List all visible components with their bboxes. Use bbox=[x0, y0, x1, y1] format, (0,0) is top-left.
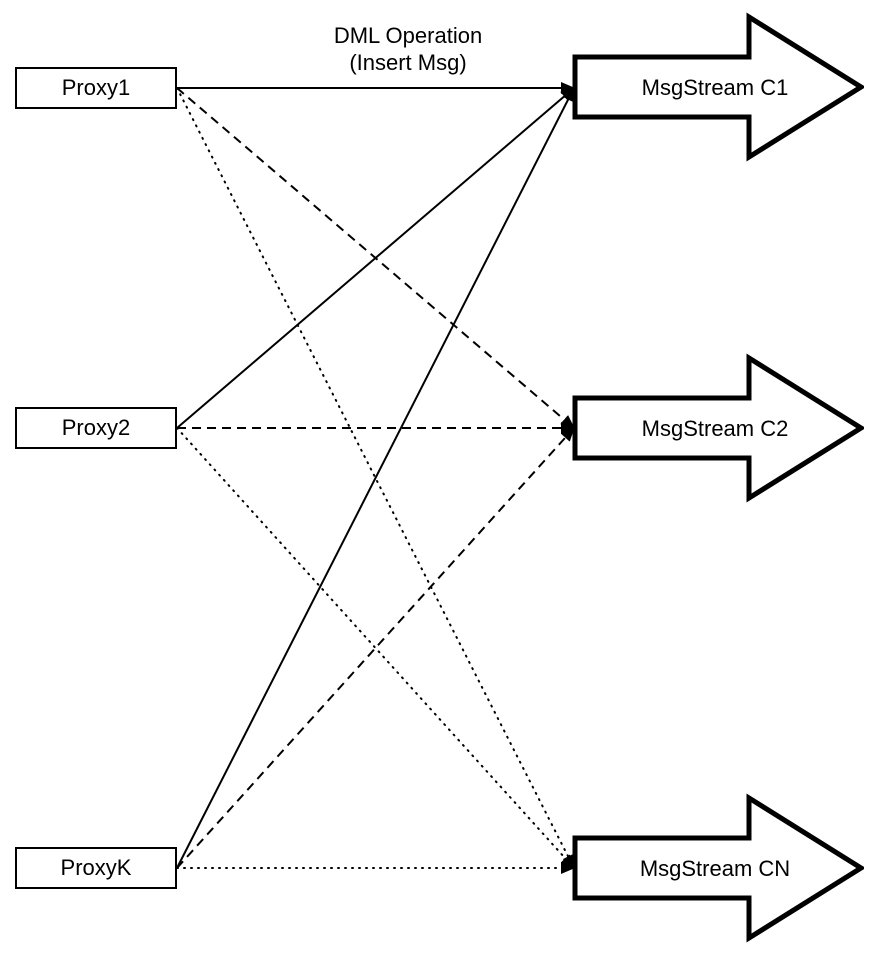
proxyk-label: ProxyK bbox=[60, 855, 132, 880]
dml-operation-label-line2: (Insert Msg) bbox=[349, 50, 467, 75]
proxy2-node: Proxy2 bbox=[15, 407, 177, 449]
edge-solid-proxy3-to-stream1 bbox=[176, 87, 575, 869]
edge-solid-proxy2-to-stream1 bbox=[176, 87, 575, 429]
edge-dashed-proxy3-to-stream2 bbox=[176, 427, 575, 869]
msgstream-cn-label: MsgStream CN bbox=[640, 856, 790, 881]
edge-dotted-proxy2-to-stream3 bbox=[176, 427, 575, 869]
block-arrow-icon bbox=[572, 12, 864, 162]
msgstream-c2-label: MsgStream C2 bbox=[642, 416, 789, 441]
block-arrow-icon bbox=[572, 353, 864, 503]
msgstream-cn-node: MsgStream CN bbox=[572, 793, 864, 943]
dml-operation-label: DML Operation (Insert Msg) bbox=[283, 22, 533, 76]
proxy1-label: Proxy1 bbox=[61, 75, 131, 100]
dml-operation-label-line1: DML Operation bbox=[333, 23, 483, 48]
proxy1-node: Proxy1 bbox=[15, 67, 177, 109]
proxyk-node: ProxyK bbox=[15, 847, 177, 889]
block-arrow-icon bbox=[572, 793, 864, 943]
msgstream-c2-node: MsgStream C2 bbox=[572, 353, 864, 503]
msgstream-c1-label: MsgStream C1 bbox=[642, 75, 789, 100]
proxy2-label: Proxy2 bbox=[61, 415, 131, 440]
msgstream-c1-node: MsgStream C1 bbox=[572, 12, 864, 162]
edge-dotted-proxy1-to-stream3 bbox=[176, 87, 575, 869]
